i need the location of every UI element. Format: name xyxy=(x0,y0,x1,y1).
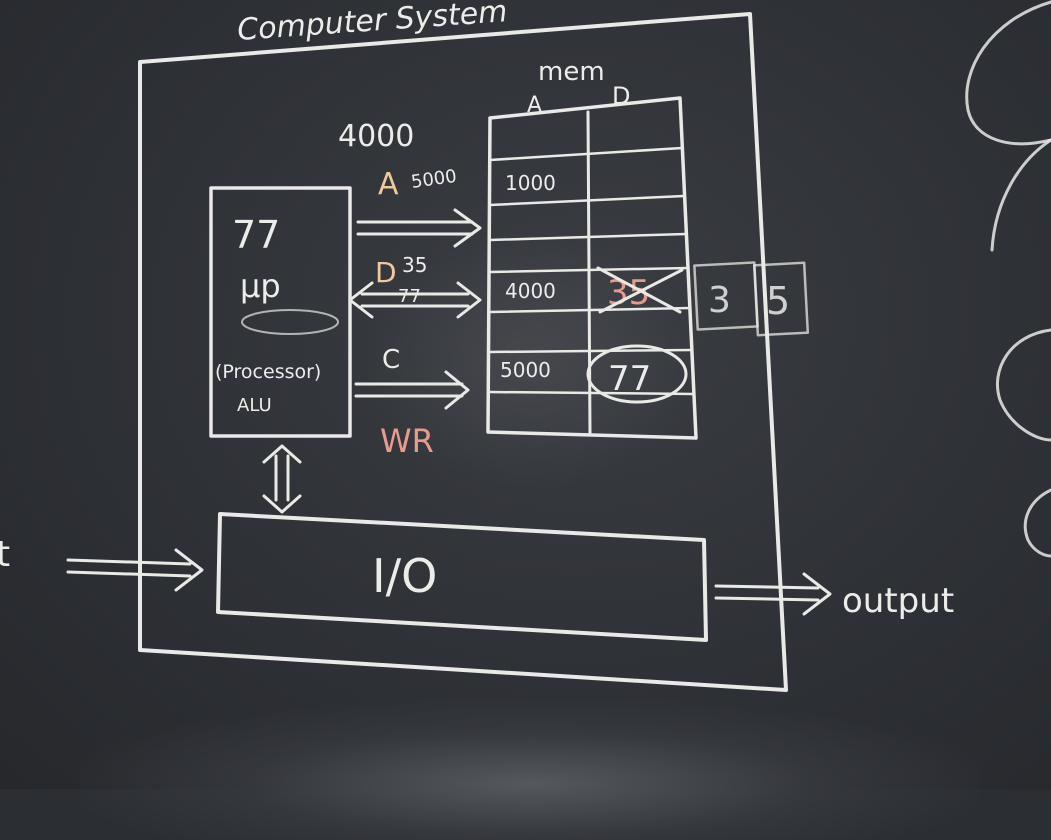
io-label: I/O xyxy=(372,549,437,603)
processor-value: 77 xyxy=(232,213,280,257)
data-bus-arrow xyxy=(348,281,482,319)
memory-table xyxy=(486,96,698,440)
memory-row-address: 1000 xyxy=(505,171,556,195)
input-label: t xyxy=(0,534,10,575)
memory-row-address: 4000 xyxy=(505,279,556,303)
processor-subtitle: (Processor) xyxy=(215,361,321,383)
input-arrow xyxy=(66,548,204,592)
write-signal: WR xyxy=(380,422,434,460)
processor-io-arrow xyxy=(262,444,302,514)
processor-scribble xyxy=(241,309,339,335)
data-crossed-value: 77 xyxy=(398,286,421,307)
address-bus-label: A xyxy=(378,167,399,202)
edge-sketch xyxy=(995,328,1051,442)
output-arrow xyxy=(714,572,832,616)
output-label: output xyxy=(842,581,954,621)
memory-row-data-circled: 77 xyxy=(608,359,651,399)
strike-through xyxy=(596,266,682,314)
diagram-canvas: Computer System 77 μp (Processor) ALU 40… xyxy=(0,0,1051,692)
eraser-smudge xyxy=(360,230,700,490)
side-digit: 5 xyxy=(766,279,790,323)
side-digit-box xyxy=(752,261,810,337)
address-bus-arrow xyxy=(356,208,482,248)
system-box xyxy=(138,12,788,692)
io-box xyxy=(216,512,708,642)
diagram-title: Computer System xyxy=(236,0,508,48)
data-bus-label: D xyxy=(375,256,397,289)
address-value: 4000 xyxy=(338,119,414,154)
memory-row-address: 5000 xyxy=(500,358,551,382)
data-bus-value: 35 xyxy=(402,253,427,277)
control-bus-arrow xyxy=(354,370,470,410)
edge-sketch xyxy=(990,138,1051,252)
control-bus-label: C xyxy=(382,345,400,375)
processor-name: μp xyxy=(240,267,281,305)
side-digit: 3 xyxy=(708,280,731,321)
edge-sketch xyxy=(965,0,1051,146)
memory-label: mem xyxy=(538,57,605,87)
circle-highlight xyxy=(586,344,688,404)
edge-sketch xyxy=(1023,488,1051,558)
processor-box xyxy=(209,186,352,438)
address-crossed-value: 5000 xyxy=(410,166,458,193)
strike-through xyxy=(598,268,684,314)
alu-label: ALU xyxy=(237,395,272,416)
